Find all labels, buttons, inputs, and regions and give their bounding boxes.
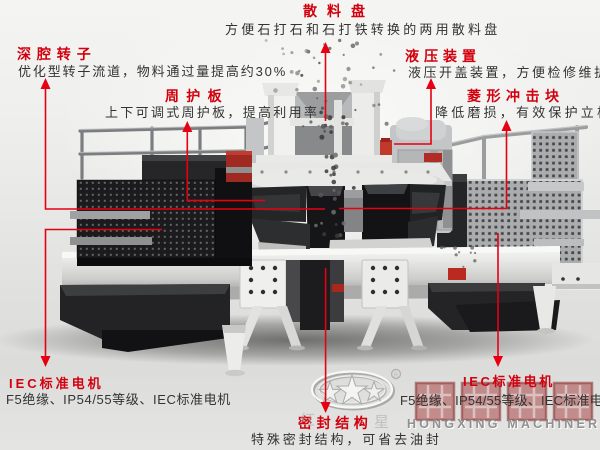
svg-text:R: R	[394, 373, 399, 379]
